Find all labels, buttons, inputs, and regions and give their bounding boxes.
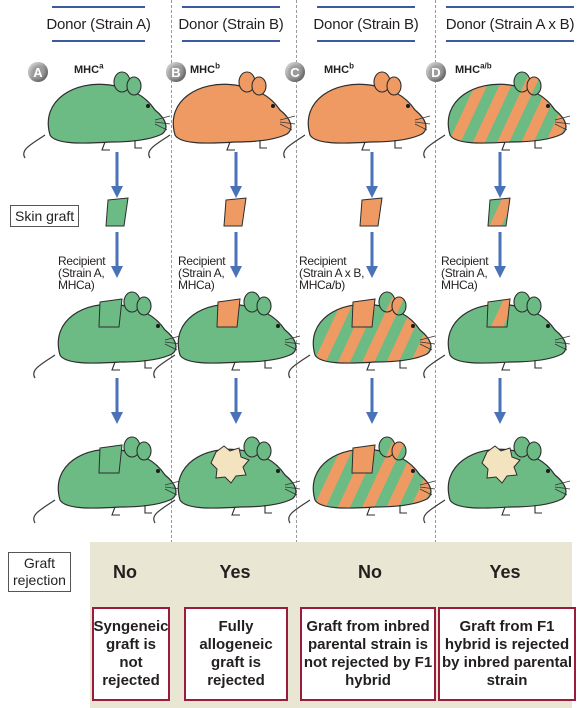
rejection-result-c: No xyxy=(315,562,425,583)
summary-box-d: Graft from F1 hybrid is rejected by inbr… xyxy=(438,607,576,701)
summary-box-a: Syngeneic graft is not rejected xyxy=(92,607,170,701)
rejection-result-a: No xyxy=(70,562,180,583)
summary-box-b: Fully allogeneic graft is rejected xyxy=(184,607,288,701)
rejection-result-d: Yes xyxy=(450,562,560,583)
rejection-result-b: Yes xyxy=(180,562,290,583)
graft-rejection-label: Graft rejection xyxy=(8,552,71,592)
summary-box-c: Graft from inbred parental strain is not… xyxy=(300,607,436,701)
